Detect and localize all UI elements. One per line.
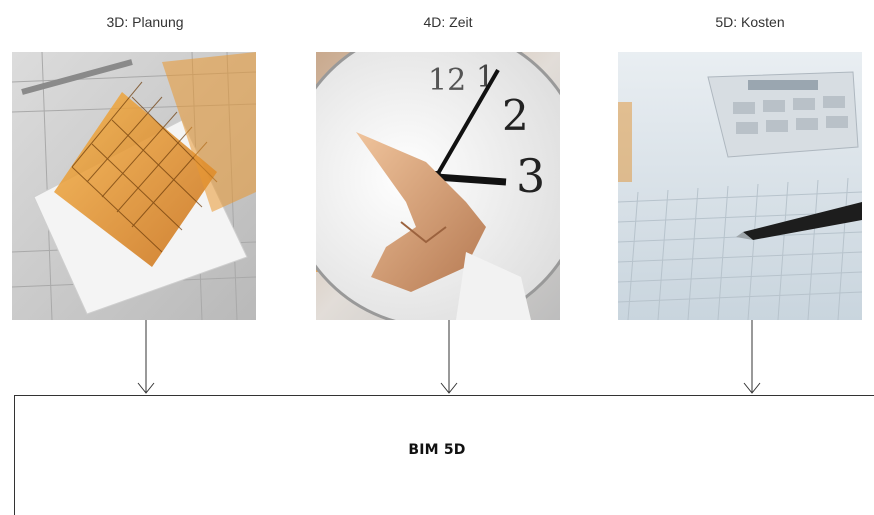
image-5d-kosten bbox=[618, 52, 862, 320]
label-4d-zeit: 4D: Zeit bbox=[423, 14, 473, 30]
connector-arrows bbox=[137, 320, 761, 394]
bim-5d-box bbox=[14, 395, 874, 515]
bim-5d-title: BIM 5D bbox=[408, 442, 466, 458]
svg-text:2: 2 bbox=[502, 91, 529, 140]
arrowhead-3d bbox=[137, 382, 155, 394]
label-5d-kosten: 5D: Kosten bbox=[715, 14, 785, 30]
arrowhead-4d bbox=[440, 382, 458, 394]
image-3d-planung bbox=[12, 52, 256, 320]
calculator-pen-illustration bbox=[618, 52, 862, 320]
arrowhead-5d bbox=[743, 382, 761, 394]
svg-text:3: 3 bbox=[516, 149, 545, 203]
hand-clock-illustration: 12 1 2 3 bbox=[316, 52, 560, 320]
image-4d-zeit: 12 1 2 3 bbox=[316, 52, 560, 320]
label-3d-planung: 3D: Planung bbox=[106, 14, 184, 30]
svg-text:12: 12 bbox=[428, 63, 466, 98]
building-wireframe-illustration bbox=[12, 52, 256, 320]
